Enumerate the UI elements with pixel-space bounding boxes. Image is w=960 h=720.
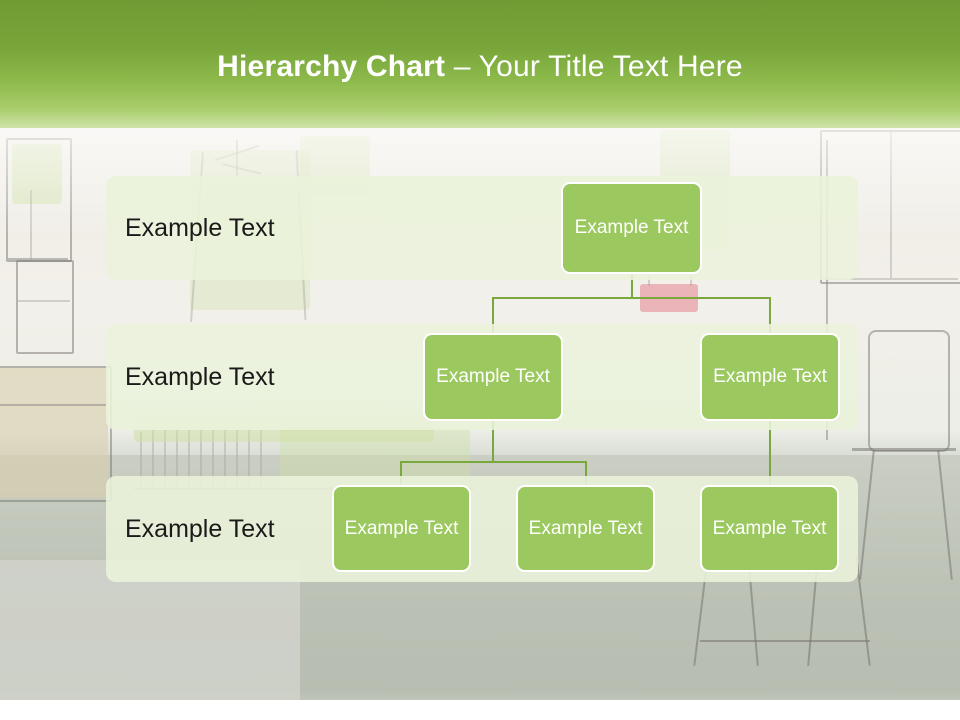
connector-n2-down xyxy=(492,420,494,462)
connector-level1-horizontal xyxy=(493,297,771,299)
node-level3-2[interactable]: Example Text xyxy=(516,485,655,572)
level-3-label: Example Text xyxy=(125,515,275,543)
title-dash: – xyxy=(445,50,479,83)
sketch-curtain-2 xyxy=(152,430,154,488)
sketch-table-cross xyxy=(700,640,870,642)
connector-to-n2 xyxy=(492,297,494,333)
node-level2-2-text: Example Text xyxy=(713,366,827,387)
sketch-desk-outline xyxy=(0,366,112,502)
node-level3-1[interactable]: Example Text xyxy=(332,485,471,572)
connector-level2-horizontal xyxy=(401,461,586,463)
sketch-chair-seat xyxy=(852,448,956,451)
sketch-line-3 xyxy=(18,300,70,302)
level-1-label: Example Text xyxy=(125,214,275,242)
connector-to-n3 xyxy=(769,297,771,333)
node-level1-1-text: Example Text xyxy=(574,217,689,238)
node-level2-1[interactable]: Example Text xyxy=(423,333,563,421)
sketch-curtain-9 xyxy=(236,430,238,488)
node-level3-3[interactable]: Example Text xyxy=(700,485,839,572)
node-level1-1[interactable]: Example Text xyxy=(561,182,702,274)
background-floor-left xyxy=(0,560,300,700)
node-level3-3-text: Example Text xyxy=(712,517,827,539)
sketch-desk xyxy=(0,368,108,498)
sketch-chair-back xyxy=(868,330,950,452)
node-level2-2[interactable]: Example Text xyxy=(700,333,840,421)
node-level3-2-text: Example Text xyxy=(528,517,643,539)
sketch-curtain-7 xyxy=(212,430,214,488)
connector-n3-to-n6 xyxy=(769,420,771,491)
sketch-curtain-8 xyxy=(224,430,226,488)
title-light-part: Your Title Text Here xyxy=(478,50,743,83)
sketch-right-window-sill xyxy=(822,278,958,280)
sketch-curtain-5 xyxy=(188,430,190,488)
sketch-curtain-1 xyxy=(140,432,142,488)
sketch-left-panel xyxy=(16,260,74,354)
title-bold-part: Hierarchy Chart xyxy=(217,50,446,83)
sketch-curtain-6 xyxy=(200,430,202,488)
sketch-line-4 xyxy=(0,404,106,406)
sketch-curtain-4 xyxy=(176,430,178,488)
connector-n1-down xyxy=(631,274,633,298)
sketch-curtain-10 xyxy=(248,430,250,488)
title-banner xyxy=(0,0,960,128)
page-title: Hierarchy Chart – Your Title Text Here xyxy=(0,50,960,84)
sketch-curtain-3 xyxy=(164,430,166,488)
sketch-right-wall-line xyxy=(826,140,828,440)
background-bottom-strip xyxy=(0,700,960,720)
sketch-line-1 xyxy=(8,258,68,260)
node-level2-1-text: Example Text xyxy=(436,366,550,387)
sketch-curtain-11 xyxy=(260,430,262,488)
node-level3-1-text: Example Text xyxy=(344,517,459,539)
level-2-label: Example Text xyxy=(125,363,275,391)
level-1-band xyxy=(106,176,858,280)
